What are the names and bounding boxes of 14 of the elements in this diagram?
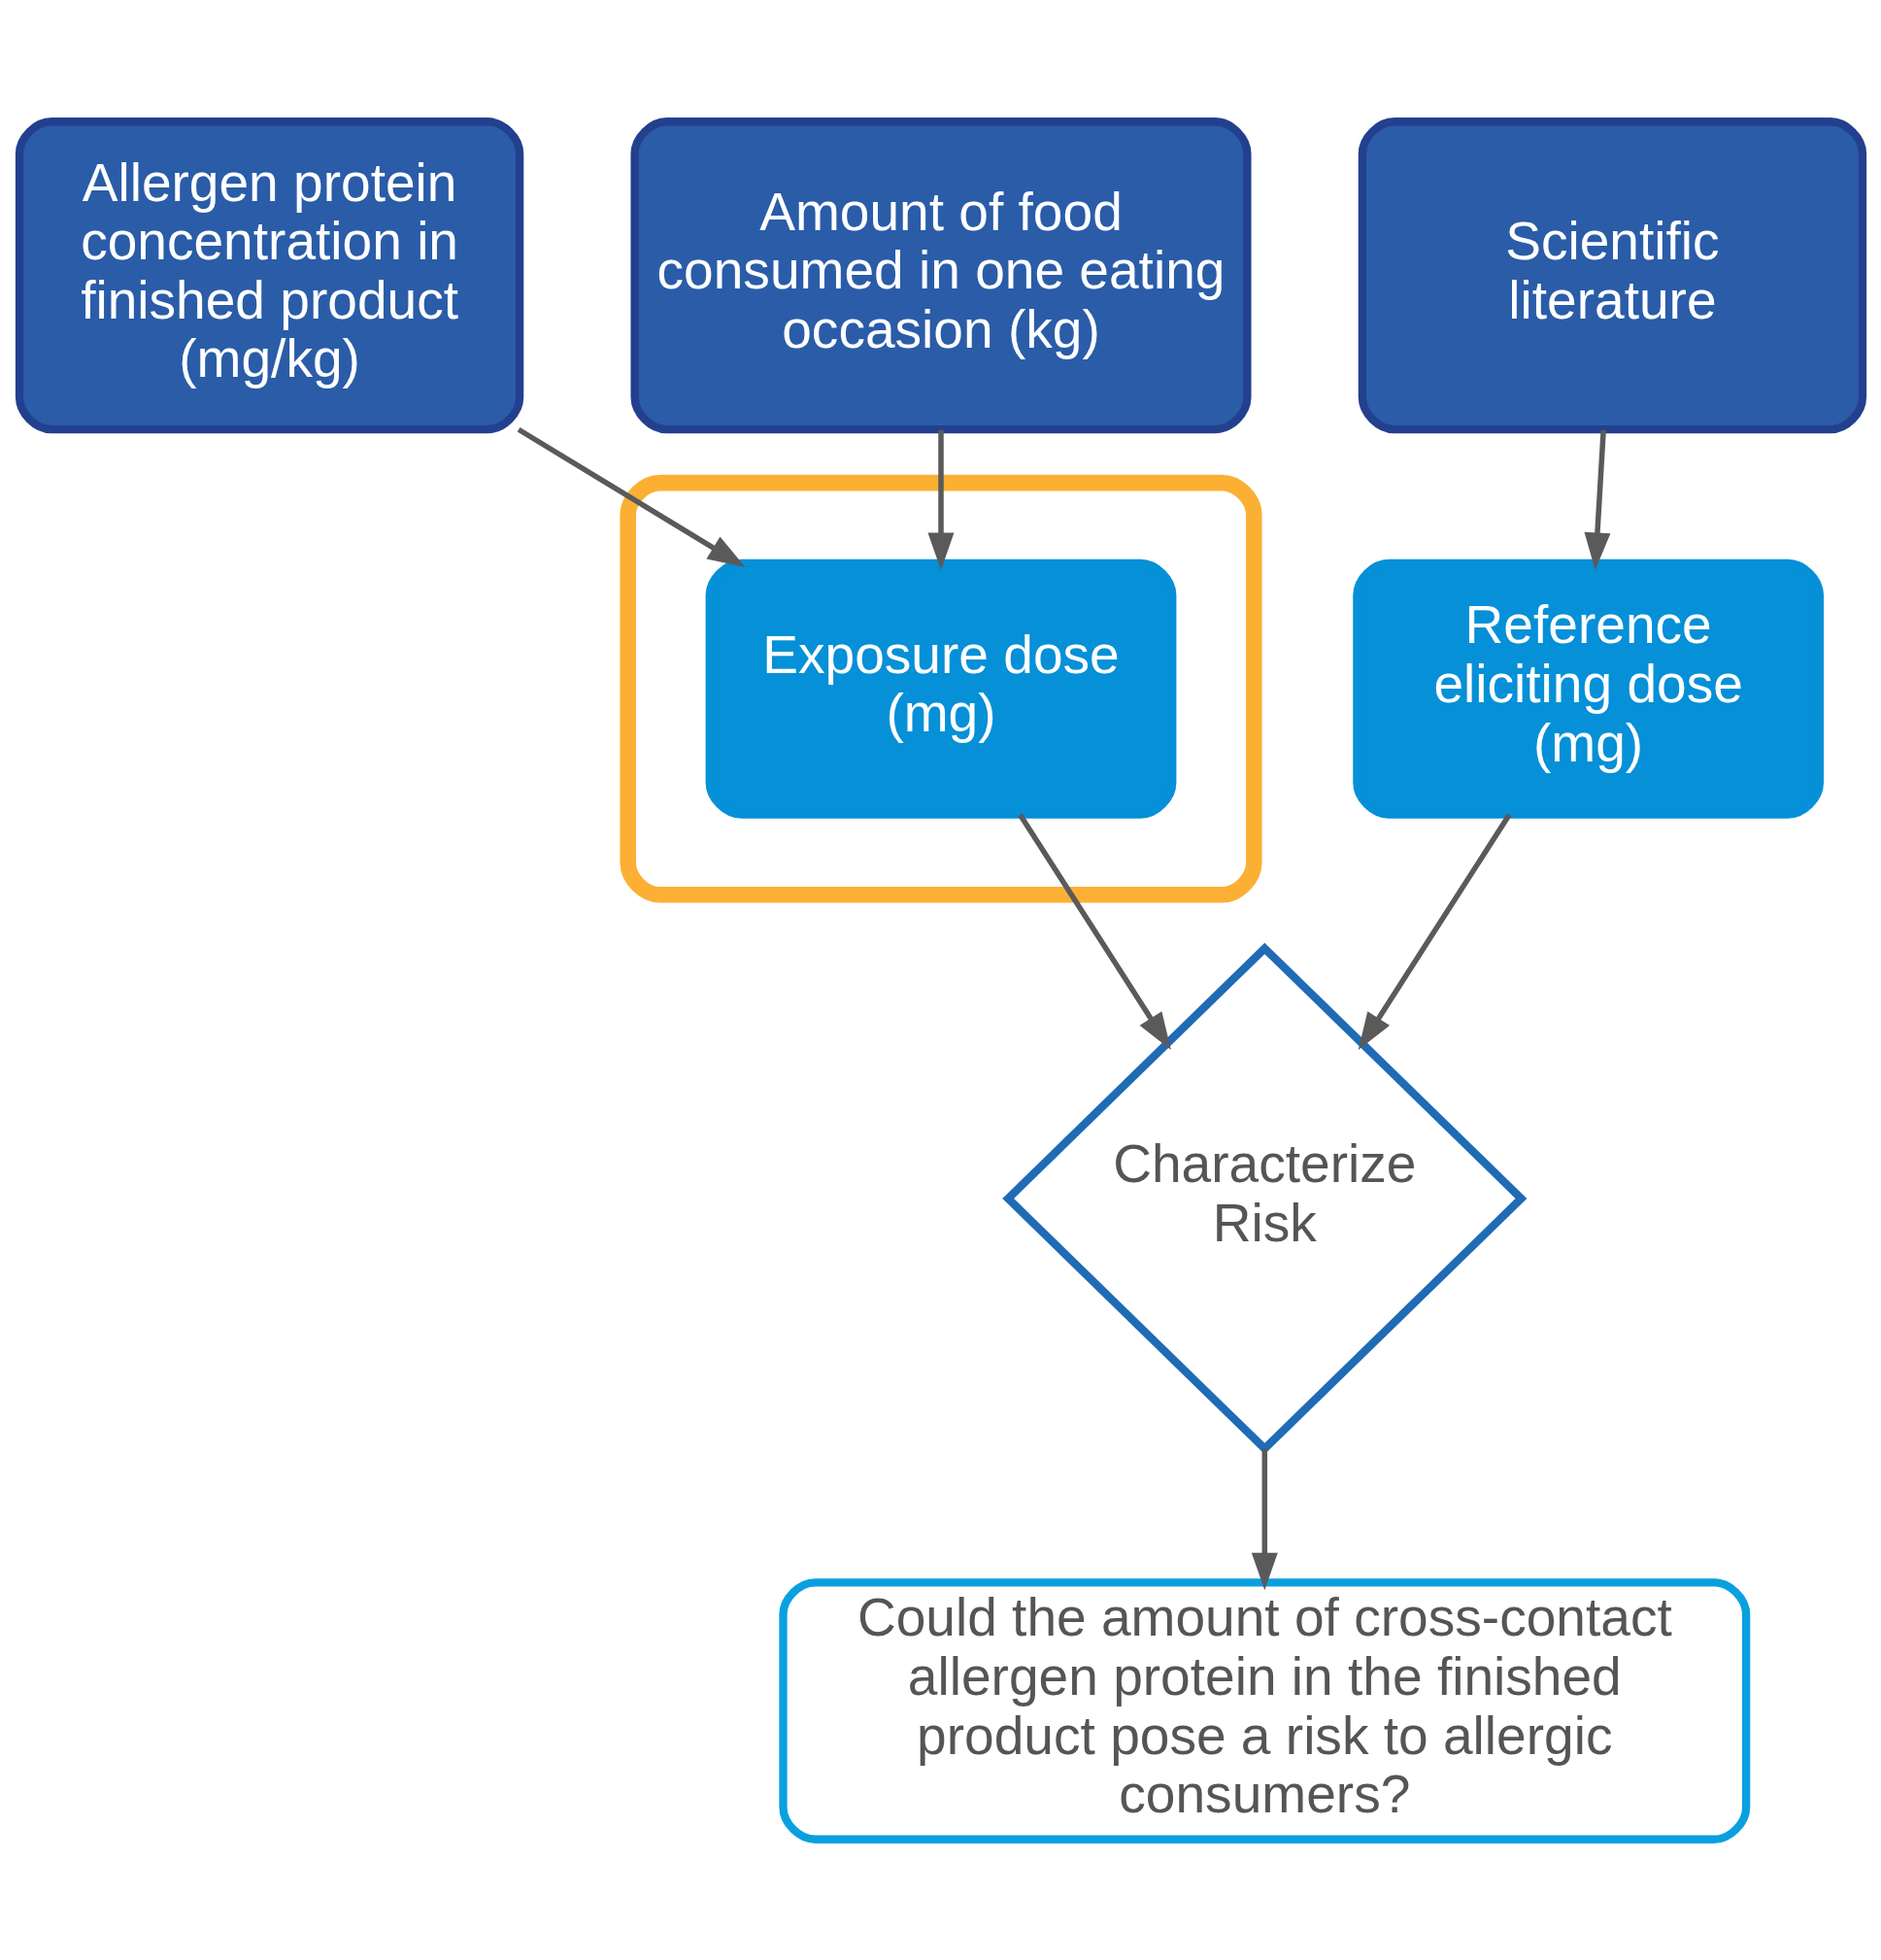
arrow <box>926 429 955 570</box>
node-box: Allergen protein concentration in finished product (mg/kg) <box>15 117 523 433</box>
arrow <box>1017 813 1171 1050</box>
node-box: Reference eliciting dose (mg) <box>1352 558 1824 819</box>
arrow <box>1583 429 1610 570</box>
arrow <box>1358 813 1511 1050</box>
node-box: Could the amount of cross-contact allergen protein in the finished product pose a risk to allergic consumers? <box>778 1577 1750 1843</box>
node-box: Scientific literature <box>1358 117 1866 433</box>
arrow <box>1251 1448 1278 1590</box>
node-diamond: Characterize Risk <box>1001 942 1527 1454</box>
node-box: Exposure dose (mg) <box>705 558 1176 819</box>
node-box: Amount of food consumed in one eating occasion (kg) <box>629 117 1252 433</box>
cluster <box>619 474 1262 903</box>
arrow <box>517 426 745 567</box>
